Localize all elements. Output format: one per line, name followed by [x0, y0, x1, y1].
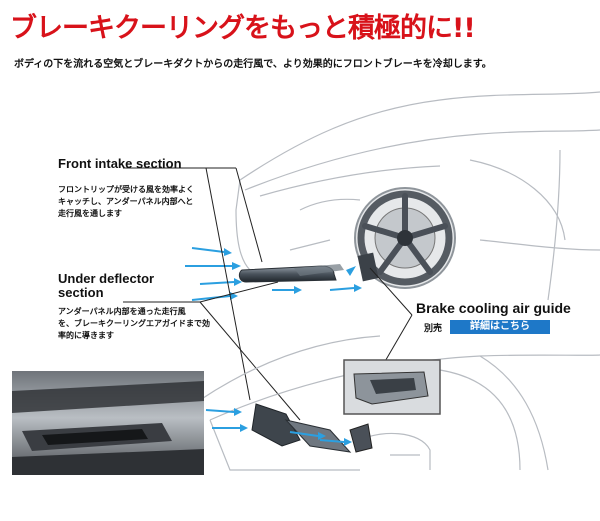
subheadline: ボディの下を流れる空気とブレーキダクトからの走行風で、より効果的にフロントブレー… [14, 59, 492, 70]
under-deflector-line: 率的に導きます [58, 331, 114, 340]
front-intake-line: 走行風を通します [58, 209, 122, 218]
front-intake-line: フロントリップが受ける風を効率よく [58, 185, 194, 194]
brake-guide-row: 別売 詳細はこちら [424, 320, 551, 334]
front-intake-description: フロントリップが受ける風を効率よく キャッチし、アンダーパネル内部へと 走行風を… [58, 184, 194, 220]
airflow-arrows-upper [185, 247, 362, 301]
bumper-photo [12, 371, 204, 475]
lower-lip-part [251, 403, 301, 447]
upper-car-outline [235, 91, 600, 301]
under-deflector-description: アンダーパネル内部を通った走行風 を、ブレーキクーリングエアガイドまで効 率的に… [58, 306, 210, 342]
under-deflector-line: アンダーパネル内部を通った走行風 [58, 307, 186, 316]
front-intake-line: キャッチし、アンダーパネル内部へと [58, 197, 194, 206]
sold-separately-label: 別売 [424, 323, 443, 334]
under-deflector-title-line: Under deflector [58, 271, 155, 286]
details-link-button[interactable]: 詳細はこちら [450, 320, 551, 334]
under-deflector-line: を、ブレーキクーリングエアガイドまで効 [58, 319, 210, 328]
airflow-arrows-lower [205, 408, 352, 446]
leader-lines [123, 167, 413, 421]
headline: ブレーキクーリングをもっと積極的に!! [10, 13, 476, 44]
front-intake-title: Front intake section [58, 156, 182, 171]
brake-guide-inset [343, 359, 441, 415]
brake-guide-title: Brake cooling air guide [416, 300, 571, 316]
under-deflector-title-line: section [58, 285, 104, 300]
front-wheel-icon [354, 187, 456, 289]
under-deflector-title: Under deflector section [58, 272, 154, 300]
